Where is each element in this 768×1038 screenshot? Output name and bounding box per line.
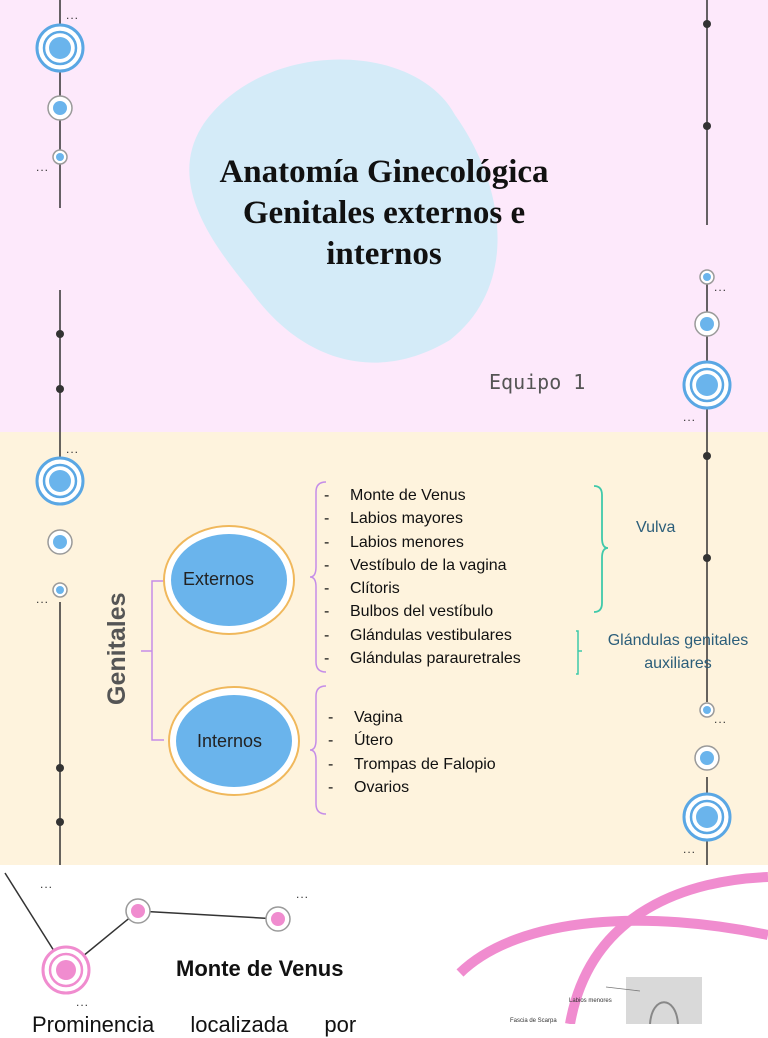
title-line: Genitales externos e	[242, 195, 526, 231]
ellipsis-marker: ...	[36, 160, 50, 174]
team-label: Equipo 1	[489, 370, 586, 394]
brace-internos	[309, 685, 327, 815]
slide1-decoration	[35, 0, 732, 432]
monte-de-venus-paragraph: Prominencia localizada por	[32, 1012, 357, 1037]
timeline-node-medium	[694, 745, 720, 771]
title-line: internos	[326, 236, 442, 272]
title-line: Anatomía Ginecológica	[219, 154, 549, 190]
blob-shape	[189, 59, 498, 363]
list-item: -Bulbos del vestíbulo	[324, 603, 494, 621]
list-item: -Ovarios	[328, 778, 410, 796]
genitales-vertical-label: Genitales	[103, 592, 131, 705]
ellipsis-marker: ...	[714, 712, 728, 726]
slide2-decoration	[35, 432, 732, 865]
ellipsis-marker: ...	[66, 442, 80, 456]
timeline-node-small	[699, 702, 715, 718]
brace-glandulas	[576, 630, 582, 675]
timeline-node-medium	[694, 311, 720, 337]
ellipsis-marker: ...	[66, 8, 80, 22]
slide-genitales-overview: ... ... ... ...	[0, 432, 768, 865]
ellipsis-marker: ...	[40, 877, 54, 891]
timeline-node-large	[35, 456, 85, 506]
externos-label: Externos	[183, 569, 255, 589]
list-item: -Vestíbulo de la vagina	[324, 556, 507, 574]
list-item: -Vagina	[328, 709, 403, 726]
list-item: -Útero	[328, 732, 394, 750]
timeline-node-small	[699, 269, 715, 285]
network-node-medium	[265, 906, 291, 932]
list-item: -Glándulas vestibulares	[324, 626, 512, 644]
externos-list: -Monte de Venus -Labios mayores -Labios …	[324, 484, 521, 670]
pink-arc	[456, 915, 768, 977]
network-node-medium	[125, 898, 151, 924]
vulva-label: Vulva	[636, 519, 676, 536]
network-node-large	[41, 945, 91, 995]
ellipsis-marker: ...	[683, 410, 697, 424]
internos-list: -Vagina -Útero -Trompas de Falopio -Ovar…	[328, 706, 496, 799]
list-item: -Labios mayores	[324, 510, 463, 528]
presentation-title: Anatomía Ginecológica Genitales externos…	[130, 152, 638, 275]
ellipsis-marker: ...	[76, 995, 90, 1009]
timeline-node-small	[52, 582, 68, 598]
monte-de-venus-heading: Monte de Venus	[176, 956, 344, 981]
anatomy-image	[626, 977, 702, 1024]
main-bracket	[141, 580, 164, 741]
glandulas-auxiliares-label: Glándulas genitales auxiliares	[607, 632, 749, 672]
timeline-node-large	[682, 792, 732, 842]
ellipsis-marker: ...	[296, 887, 310, 901]
pink-arc	[565, 872, 768, 1024]
ellipsis-marker: ...	[683, 842, 697, 856]
timeline-node-large	[682, 360, 732, 410]
slide-title: ... ... ... ... Anatomía Ginecológica Ge…	[0, 0, 768, 432]
list-item: -Trompas de Falopio	[328, 755, 496, 773]
figure-label: Labios menores	[569, 998, 612, 1004]
brace-vulva	[593, 485, 609, 613]
slide3-decoration	[4, 872, 768, 1024]
list-item: -Monte de Venus	[324, 487, 466, 504]
list-item: -Labios menores	[324, 533, 464, 551]
timeline-node-large	[35, 23, 85, 73]
oval-internos	[168, 686, 300, 796]
brace-externos	[309, 481, 327, 673]
ellipsis-marker: ...	[714, 280, 728, 294]
timeline-node-medium	[47, 95, 73, 121]
list-item: -Glándulas parauretrales	[324, 650, 521, 668]
internos-label: Internos	[197, 731, 263, 751]
slide-monte-de-venus: ... ... ... Labios menores Fascia de Sca…	[0, 865, 768, 1024]
oval-externos	[163, 525, 295, 635]
timeline-node-small	[52, 149, 68, 165]
list-item: -Clítoris	[324, 580, 400, 598]
ellipsis-marker: ...	[36, 592, 50, 606]
timeline-node-medium	[47, 529, 73, 555]
figure-label: Fascia de Scarpa	[510, 1018, 557, 1024]
